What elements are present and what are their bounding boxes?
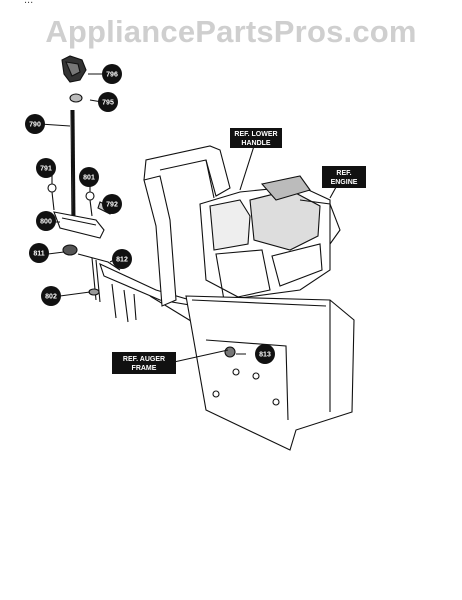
ref-label-line1: REF. LOWER [234,131,277,138]
watermark: AppliancePartsPros.com [45,14,417,49]
nut-part [69,93,83,103]
bushing-part [62,244,78,256]
ref-label-line2: FRAME [132,365,157,372]
bracket-part [53,211,105,239]
callout-791: 791 [36,158,56,178]
ref-label-line1: REF. [336,170,351,177]
ref-label-auger-frame: REF. AUGER FRAME [112,352,176,374]
ref-label-line2: ENGINE [331,179,358,186]
callout-label: 802 [45,294,57,301]
callout-801: 801 [79,167,99,187]
callout-label: 811 [33,251,44,258]
callout-label: 792 [106,202,118,209]
callout-label: 800 [40,219,52,226]
callout-label: 790 [29,122,41,129]
callout-811: 811 [29,243,49,263]
callout-795: 795 [98,92,118,112]
callout-label: 812 [116,257,128,264]
lower-handle [143,175,177,307]
callout-label: 796 [106,72,118,79]
callout-813: 813 [255,344,275,364]
callout-label: 795 [102,100,114,107]
callout-802: 802 [41,286,61,306]
callout-label: 791 [40,166,52,173]
ref-label-lower-handle: REF. LOWER HANDLE [230,128,282,148]
callout-790: 790 [25,114,45,134]
callout-800: 800 [36,211,56,231]
callout-812: 812 [112,249,132,269]
callout-label: 813 [259,352,271,359]
ref-label-engine: REF. ENGINE [322,166,366,188]
shift-rod [71,109,76,223]
callout-label: 801 [83,175,95,182]
header-fragment-left: ... [24,0,34,6]
auger-frame [185,295,355,451]
ref-label-line2: HANDLE [241,140,270,147]
callout-796: 796 [102,64,122,84]
diagram-linework [39,55,355,451]
ref-label-line1: REF. AUGER [123,356,165,363]
callout-792: 792 [102,194,122,214]
